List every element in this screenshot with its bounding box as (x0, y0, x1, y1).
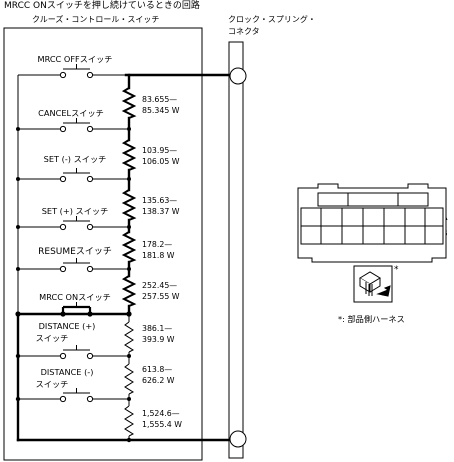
resistor-r1 (121, 87, 137, 119)
switch-distance-plus (18, 345, 129, 360)
asterisk-mark: * (394, 265, 399, 275)
resistor-r8 (124, 405, 135, 437)
switch-label-distance-minus-suffix: スイッチ (35, 379, 69, 389)
switch-label-distance-minus: DISTANCE (-) (40, 367, 94, 377)
junction-dots (15, 127, 132, 443)
clock-spring-outline (228, 41, 244, 459)
active-current-path (16, 73, 231, 442)
resistor-value-r5-line1: 252.45— (142, 281, 178, 290)
switch-label-mrcc-off: MRCC OFFスイッチ (37, 54, 113, 64)
switch-distance-minus (18, 388, 129, 403)
resistor-value-r6-line1: 386.1— (142, 324, 173, 333)
resistor-value-r2-line1: 103.95— (142, 146, 178, 155)
switch-cancel (18, 118, 129, 133)
resistor-value-r1-line1: 83.655— (142, 95, 178, 104)
resistor-r6 (124, 321, 135, 353)
harness-side-note: *: 部品側ハーネス (338, 314, 405, 324)
resistor-r5 (121, 275, 137, 307)
resistor-value-r8-line2: 1,555.4 W (142, 420, 182, 429)
clock-spring-label-line2: コネクタ (228, 27, 260, 36)
switch-mrcc-off (18, 64, 126, 79)
switch-label-set-plus: SET (+) スイッチ (41, 206, 109, 216)
resistor-r7 (124, 363, 135, 395)
connector-face (297, 183, 447, 263)
switch-mrcc-on-closed (60, 302, 93, 317)
switch-box-outline (3, 27, 203, 461)
switch-label-cancel: CANCELスイッチ (38, 108, 104, 118)
resistor-value-r3-line2: 138.37 W (142, 207, 180, 216)
resistor-value-r7-line1: 613.8— (142, 365, 173, 374)
resistor-value-r2-line2: 106.05 W (142, 157, 180, 166)
resistor-value-r5-line2: 257.55 W (142, 292, 180, 301)
switch-label-distance-plus: DISTANCE (+) (38, 321, 96, 331)
resistor-value-r1-line2: 85.345 W (142, 106, 180, 115)
switch-label-set-minus: SET (-) スイッチ (43, 154, 107, 164)
resistor-value-r4-line2: 181.8 W (142, 251, 175, 260)
resistor-value-r7-line2: 626.2 W (142, 376, 175, 385)
switch-label-mrcc-on: MRCC ONスイッチ (39, 292, 111, 302)
resistor-value-r4-line1: 178.2— (142, 240, 173, 249)
pin-3e-marker (229, 67, 247, 85)
switch-label-resume: RESUMEスイッチ (38, 247, 112, 257)
switch-resume (18, 258, 129, 273)
switch-set-minus (18, 168, 129, 183)
resistor-r3 (121, 189, 137, 221)
switch-box-label: クルーズ・コントロール・スイッチ (32, 15, 160, 24)
resistor-value-r6-line2: 393.9 W (142, 335, 175, 344)
pin-3a-marker (229, 430, 247, 448)
resistor-r2 (121, 139, 137, 171)
resistor-value-r8-line1: 1,524.6— (142, 409, 180, 418)
switch-set-plus (18, 216, 129, 231)
resistor-r4 (121, 231, 137, 263)
clock-spring-label-line1: クロック・スプリング・ (228, 15, 316, 24)
resistor-value-r3-line1: 135.63— (142, 196, 178, 205)
harness-side-icon (353, 265, 393, 303)
switch-label-distance-plus-suffix: スイッチ (35, 333, 69, 343)
diagram-title: MRCC ONスイッチを押し続けているときの回路 (4, 1, 200, 11)
